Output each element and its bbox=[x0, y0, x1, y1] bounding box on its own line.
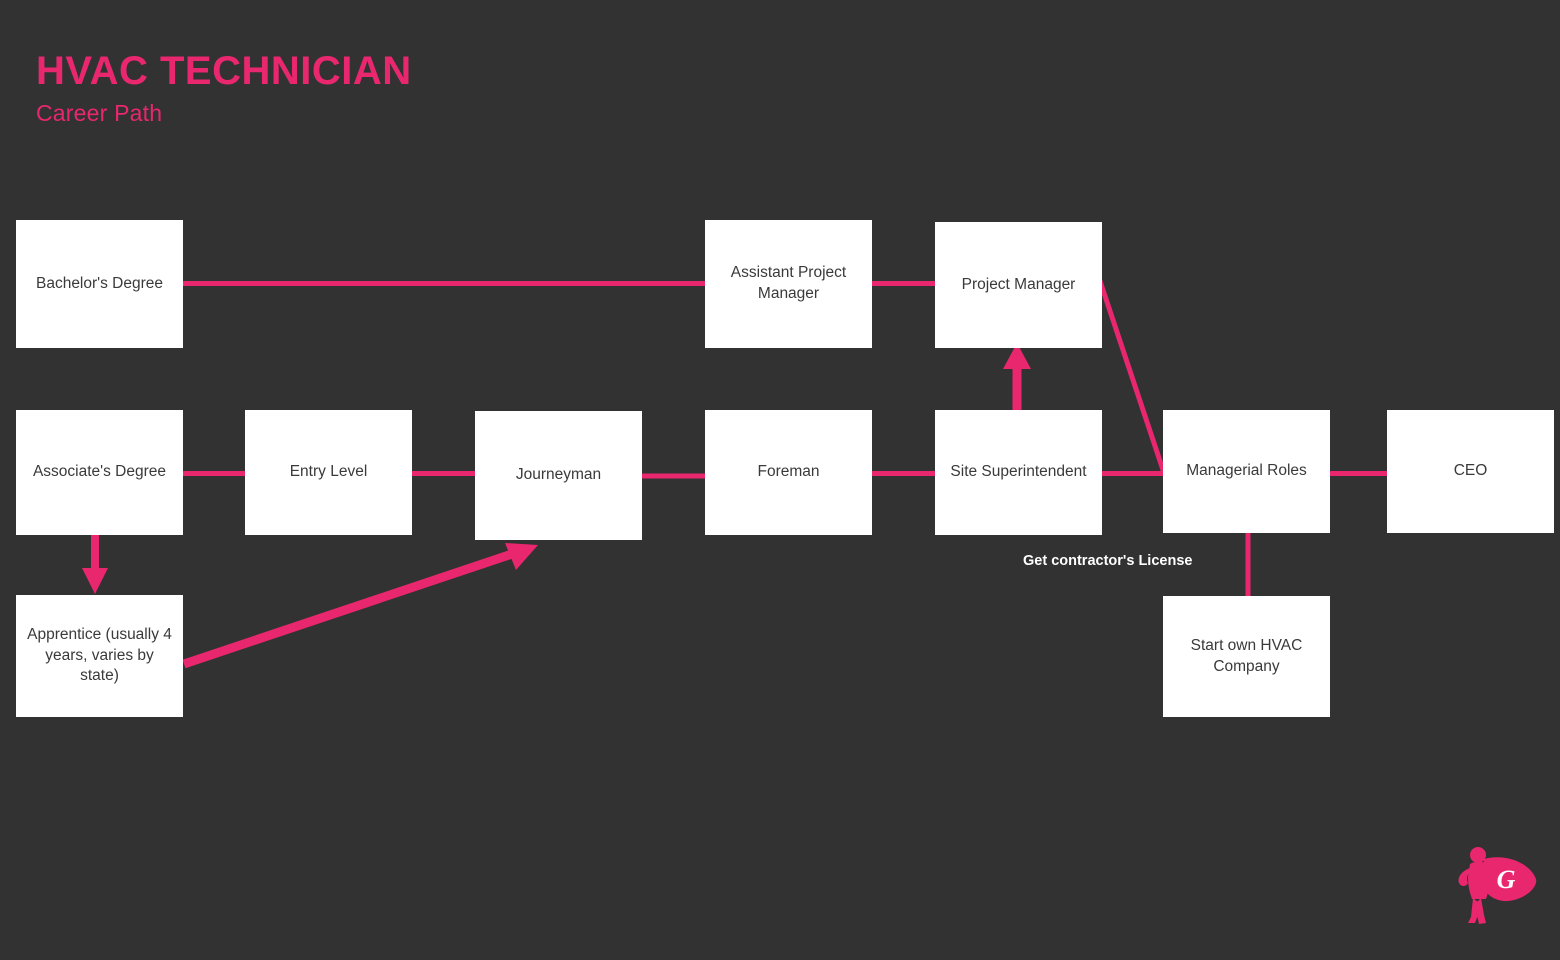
node-label: Foreman bbox=[757, 463, 820, 481]
node-label: Project Manager bbox=[961, 275, 1076, 293]
node-managerial[interactable]: Managerial Roles bbox=[1163, 410, 1330, 533]
logo-letter: G bbox=[1497, 865, 1516, 894]
node-project_manager[interactable]: Project Manager bbox=[935, 222, 1102, 348]
edge-label-contractor_license: Get contractor's License bbox=[1023, 553, 1193, 569]
node-label: Apprentice (usually 4 years, varies by s… bbox=[27, 625, 172, 685]
page-subtitle: Career Path bbox=[36, 100, 163, 126]
node-label: Journeyman bbox=[515, 466, 602, 484]
node-label: Associate's Degree bbox=[32, 463, 167, 481]
page-title: HVAC TECHNICIAN bbox=[36, 49, 412, 93]
header: HVAC TECHNICIAN Career Path bbox=[36, 50, 412, 127]
node-asst_pm[interactable]: Assistant Project Manager bbox=[705, 220, 872, 348]
node-label: Bachelor's Degree bbox=[35, 274, 164, 292]
node-ceo[interactable]: CEO bbox=[1387, 410, 1554, 533]
edge-associates-to-apprentice bbox=[82, 535, 108, 594]
node-journeyman[interactable]: Journeyman bbox=[475, 411, 642, 540]
node-foreman[interactable]: Foreman bbox=[705, 410, 872, 535]
node-own_company[interactable]: Start own HVAC Company bbox=[1163, 596, 1330, 717]
node-apprentice[interactable]: Apprentice (usually 4 years, varies by s… bbox=[16, 595, 183, 717]
node-label: Entry Level bbox=[289, 463, 368, 481]
edge-apprentice-to-journeyman bbox=[182, 543, 538, 669]
node-label: Site Superintendent bbox=[950, 463, 1087, 481]
node-label: CEO bbox=[1453, 462, 1488, 480]
edge-site-super-to-project-manager bbox=[1003, 343, 1031, 410]
edge-project-manager-to-managerial bbox=[1097, 280, 1167, 474]
node-associates[interactable]: Associate's Degree bbox=[16, 410, 183, 535]
superhero-g-logo: G bbox=[1458, 847, 1537, 924]
node-bachelors[interactable]: Bachelor's Degree bbox=[16, 220, 183, 348]
node-entry_level[interactable]: Entry Level bbox=[245, 410, 412, 535]
node-label: Start own HVAC Company bbox=[1190, 636, 1303, 675]
node-label: Assistant Project Manager bbox=[730, 264, 847, 302]
node-label: Managerial Roles bbox=[1186, 462, 1307, 480]
node-site_super[interactable]: Site Superintendent bbox=[935, 410, 1102, 535]
